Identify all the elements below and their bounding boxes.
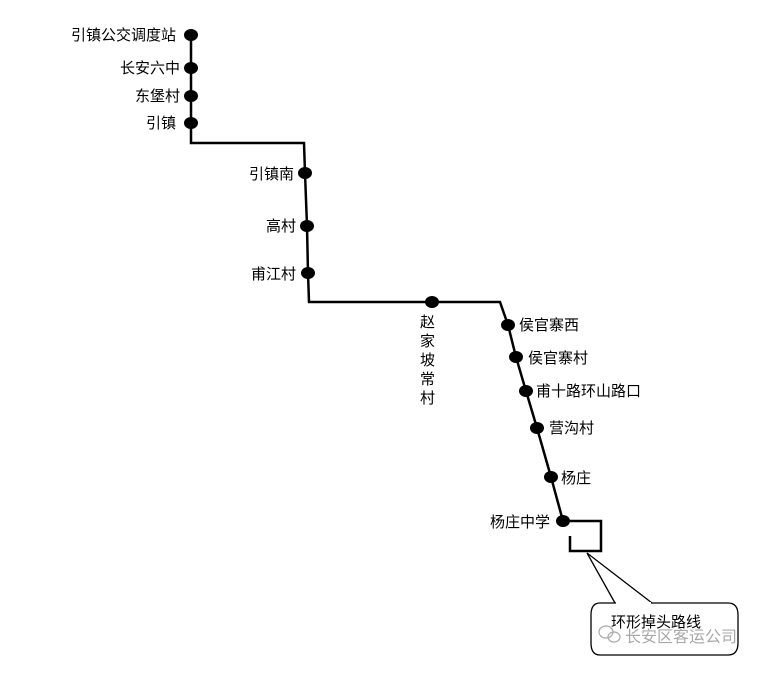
station-dots	[184, 29, 570, 527]
watermark: 长安区客运公司	[598, 625, 737, 646]
station-label: 引镇公交调度站	[71, 26, 176, 44]
station-label: 侯官寨西	[519, 316, 579, 334]
station-dot[interactable]	[544, 471, 558, 483]
station-label: 东堡村	[135, 87, 180, 105]
watermark-text: 长安区客运公司	[625, 627, 737, 646]
station-dot[interactable]	[556, 515, 570, 527]
station-label: 杨庄	[561, 469, 591, 487]
station-dot[interactable]	[530, 422, 544, 434]
station-label: 引镇	[146, 114, 176, 132]
callout-text: 环形掉头路线	[611, 613, 701, 631]
station-label: 甫江村	[251, 265, 296, 283]
station-dot[interactable]	[184, 117, 198, 129]
station-dot[interactable]	[184, 90, 198, 102]
station-label: 高村	[266, 217, 296, 235]
station-label: 杨庄中学	[490, 513, 550, 531]
station-dot[interactable]	[425, 296, 439, 308]
station-dot[interactable]	[301, 267, 315, 279]
station-dot[interactable]	[184, 62, 198, 74]
station-label: 甫十路环山路口	[536, 382, 641, 400]
wechat-icon	[598, 625, 621, 643]
station-dot[interactable]	[300, 220, 314, 232]
station-dot[interactable]	[509, 351, 523, 363]
station-dot[interactable]	[501, 319, 515, 331]
station-dot[interactable]	[519, 385, 533, 397]
station-dot[interactable]	[184, 29, 198, 41]
station-labels: 引镇公交调度站 长安六中 东堡村 引镇 引镇南 高村 甫江村 赵家坡常村 侯官寨…	[71, 26, 641, 531]
station-dot[interactable]	[298, 167, 312, 179]
route-line	[189, 35, 603, 553]
station-label: 营沟村	[549, 419, 594, 437]
callout: 环形掉头路线	[586, 552, 739, 656]
station-label-vertical-wrap: 赵家坡常村	[420, 313, 436, 407]
station-label-vertical: 赵家坡常村	[420, 313, 436, 407]
station-label: 长安六中	[120, 59, 180, 77]
station-label: 引镇南	[249, 165, 294, 183]
station-label: 侯官寨村	[528, 349, 588, 367]
